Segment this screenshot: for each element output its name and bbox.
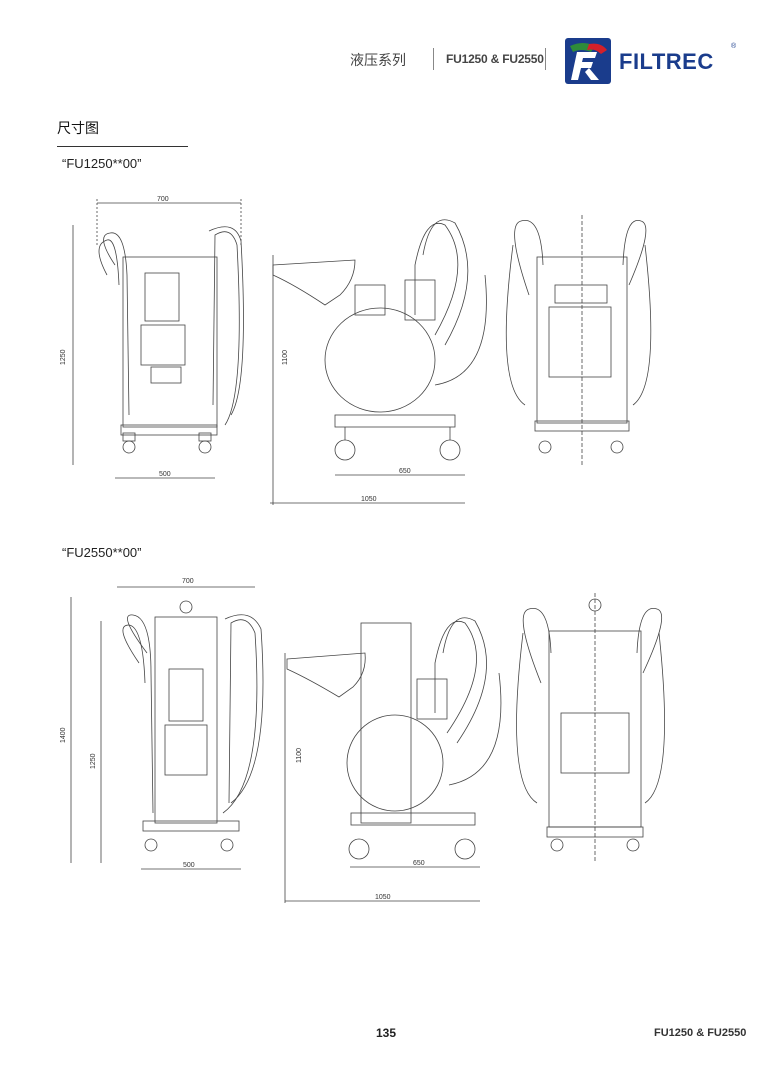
section-rule — [57, 146, 188, 147]
dim-side-height: 1100 — [296, 748, 303, 763]
dim-side-wheelbase: 650 — [399, 468, 411, 475]
dim-side-length: 1050 — [361, 496, 377, 503]
header-divider — [545, 48, 546, 70]
dim-side-height: 1100 — [282, 350, 289, 365]
footer-model: FU1250 & FU2550 — [654, 1027, 747, 1039]
dim-side-length: 1050 — [375, 894, 391, 901]
dim-front-width: 700 — [157, 196, 169, 203]
rear-view — [516, 593, 665, 863]
dim-front-base: 500 — [159, 471, 171, 478]
header-divider — [433, 48, 434, 70]
section-title: 尺寸图 — [57, 121, 99, 137]
dim-front-height: 1250 — [90, 753, 97, 769]
dim-front-height-total: 1400 — [60, 727, 67, 743]
dimension-drawing-fu2550: 700 1400 1250 500 1100 650 1050 — [60, 578, 665, 903]
page-header: 液压系列 FU1250 & FU2550 FILTREC ® — [0, 0, 775, 100]
dim-side-wheelbase: 650 — [413, 860, 425, 867]
filtrec-logo: FILTREC ® — [565, 38, 745, 84]
side-view: 1100 650 1050 — [284, 617, 502, 903]
rear-view — [505, 215, 652, 465]
front-view: 700 1400 1250 500 — [60, 578, 264, 870]
side-view: 1100 650 1050 — [270, 219, 487, 505]
page-number: 135 — [376, 1026, 397, 1040]
dim-front-height: 1250 — [60, 349, 67, 365]
front-view: 700 1250 500 — [60, 196, 244, 479]
brand-name: FILTREC — [619, 49, 714, 74]
model-label-fu1250: “FU1250**00” — [62, 156, 142, 171]
dim-front-base: 500 — [183, 862, 195, 869]
filtrec-logo-icon — [565, 38, 611, 84]
dimension-drawing-fu1250: 700 1250 500 1100 650 1050 — [60, 196, 652, 505]
model-label-fu2550: “FU2550**00” — [62, 545, 142, 560]
header-model: FU1250 & FU2550 — [446, 52, 544, 66]
dim-front-width: 700 — [182, 578, 194, 585]
header-category: 液压系列 — [350, 53, 406, 69]
registered-mark: ® — [731, 43, 737, 50]
